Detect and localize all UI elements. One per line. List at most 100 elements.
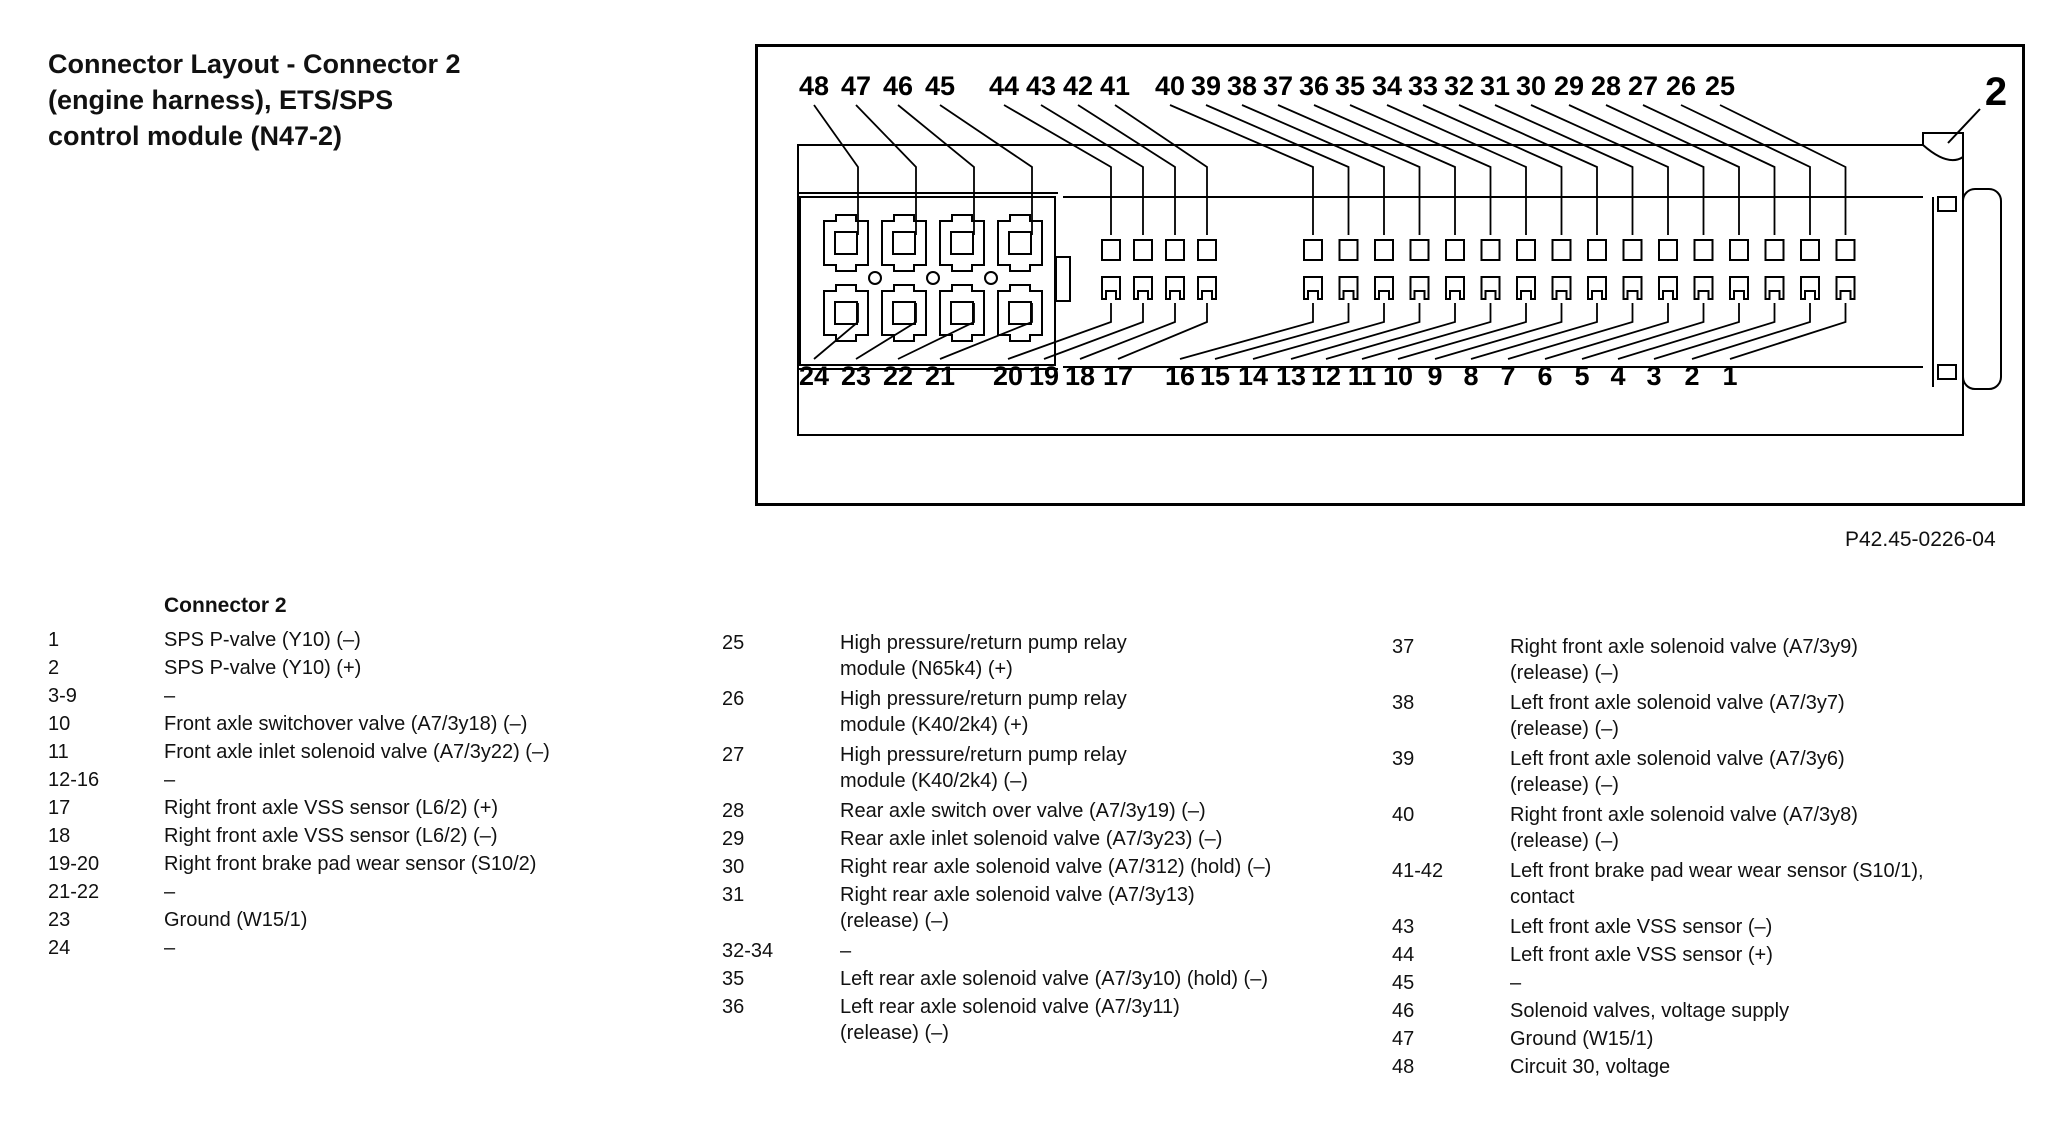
legend-pin: 47: [1392, 1028, 1415, 1050]
signal-pin-top: [1516, 239, 1536, 261]
pin-label-bottom: 2: [1684, 361, 1699, 391]
pin-label-top: 36: [1299, 71, 1329, 101]
power-pin-top: [823, 214, 869, 272]
legend-description: –: [840, 940, 852, 962]
power-block-post: [984, 271, 998, 285]
leader-line-top: [1386, 104, 1527, 235]
leader-line-bottom: [897, 303, 975, 360]
legend-description: Right rear axle solenoid valve (A7/3y13)…: [840, 884, 1195, 932]
legend-description: Left front axle VSS sensor (+): [1510, 944, 1773, 966]
signal-pin-top: [1800, 239, 1820, 261]
legend-description: High pressure/return pump relay module (…: [840, 688, 1127, 736]
legend-pin: 40: [1392, 804, 1415, 826]
leader-line-bottom: [1043, 303, 1144, 360]
leader-line-bottom: [813, 303, 859, 360]
legend-pin: 27: [722, 744, 745, 766]
legend-description: Right front axle solenoid valve (A7/3y9)…: [1510, 636, 1858, 684]
legend-pin: 1: [48, 629, 60, 651]
signal-pin-top: [1409, 239, 1430, 261]
legend-pin: 25: [722, 632, 745, 654]
pin-label-top: 31: [1480, 71, 1510, 101]
signal-pin-top: [1197, 239, 1217, 261]
signal-pin-bottom: [1516, 276, 1536, 300]
legend-description: Front axle inlet solenoid valve (A7/3y22…: [164, 741, 550, 763]
leader-line-top: [1719, 104, 1847, 235]
signal-pin-bottom: [1480, 276, 1501, 300]
signal-pin-top: [1764, 239, 1785, 261]
power-pin-contact: [892, 301, 916, 325]
legend-pin: 44: [1392, 944, 1415, 966]
leader-line-bottom: [1653, 303, 1776, 360]
pin-label-bottom: 5: [1574, 361, 1589, 391]
leader-line-top: [1422, 104, 1563, 235]
legend-description: SPS P-valve (Y10) (+): [164, 657, 362, 679]
signal-pin-bottom: [1835, 276, 1856, 300]
pin-label-top: 32: [1444, 71, 1474, 101]
signal-pin-bottom: [1729, 276, 1749, 300]
power-pin-contact: [892, 231, 916, 255]
leader-line-top: [1530, 104, 1669, 235]
legend-pin: 39: [1392, 748, 1415, 770]
legend-description: High pressure/return pump relay module (…: [840, 632, 1127, 680]
leader-line-top: [1568, 104, 1705, 235]
legend-pin: 43: [1392, 916, 1415, 938]
leader-line-bottom: [1079, 303, 1176, 360]
power-pin-contact: [834, 301, 858, 325]
pin-label-bottom: 18: [1065, 361, 1095, 391]
leader-line-bottom: [1507, 303, 1634, 360]
power-pin-top: [881, 214, 927, 272]
leader-line-bottom: [1434, 303, 1563, 360]
leader-line-top: [1458, 104, 1598, 235]
leader-line-bottom: [1544, 303, 1669, 360]
power-pin-contact: [950, 301, 974, 325]
legend-pin: 12-16: [48, 769, 100, 791]
leader-line-bottom: [1325, 303, 1456, 360]
leader-line-top: [1642, 104, 1776, 235]
leader-line-top: [813, 104, 859, 235]
leader-line-bottom: [1290, 303, 1421, 360]
signal-pin-top: [1729, 239, 1749, 261]
legend-description: –: [164, 881, 176, 903]
pin-label-bottom: 7: [1500, 361, 1515, 391]
signal-pin-top: [1445, 239, 1465, 261]
power-pin-bottom: [823, 284, 869, 342]
pin-label-top: 41: [1100, 71, 1130, 101]
signal-pin-bottom: [1338, 276, 1359, 300]
signal-pin-top: [1835, 239, 1856, 261]
leader-line-bottom: [1179, 303, 1314, 360]
legend-pin: 30: [722, 856, 745, 878]
pin-label-top: 45: [925, 71, 955, 101]
signal-pin-bottom: [1409, 276, 1430, 300]
legend-pin: 38: [1392, 692, 1415, 714]
legend-description: Left front axle solenoid valve (A7/3y6) …: [1510, 748, 1845, 796]
connector-number-leader: [1947, 108, 1981, 144]
legend-description: Right front axle VSS sensor (L6/2) (+): [164, 797, 499, 819]
power-pin-bottom: [939, 284, 985, 342]
leader-line-top: [897, 104, 975, 235]
latch-tab-bottom: [1937, 364, 1957, 380]
leader-line-bottom: [1361, 303, 1492, 360]
pin-label-bottom: 8: [1463, 361, 1478, 391]
power-pin-contact: [950, 231, 974, 255]
pin-label-bottom: 6: [1537, 361, 1552, 391]
legend-description: Circuit 30, voltage: [1510, 1056, 1671, 1078]
signal-pin-bottom: [1303, 276, 1323, 300]
signal-pin-top: [1133, 239, 1153, 261]
leader-line-bottom: [1007, 303, 1112, 360]
pin-label-bottom: 3: [1646, 361, 1661, 391]
signal-pin-bottom: [1197, 276, 1217, 300]
signal-pin-top: [1587, 239, 1607, 261]
leader-line-bottom: [1117, 303, 1208, 360]
pin-label-top: 29: [1554, 71, 1584, 101]
legend-pin: 3-9: [48, 685, 77, 707]
pin-label-bottom: 13: [1276, 361, 1306, 391]
legend-pin: 32-34: [722, 940, 774, 962]
leader-line-top: [1169, 104, 1314, 235]
legend-description: Left rear axle solenoid valve (A7/3y11) …: [840, 996, 1180, 1044]
pin-label-top: 33: [1408, 71, 1438, 101]
signal-pin-bottom: [1445, 276, 1465, 300]
power-pin-top: [939, 214, 985, 272]
pin-label-bottom: 15: [1200, 361, 1230, 391]
signal-pin-bottom: [1764, 276, 1785, 300]
